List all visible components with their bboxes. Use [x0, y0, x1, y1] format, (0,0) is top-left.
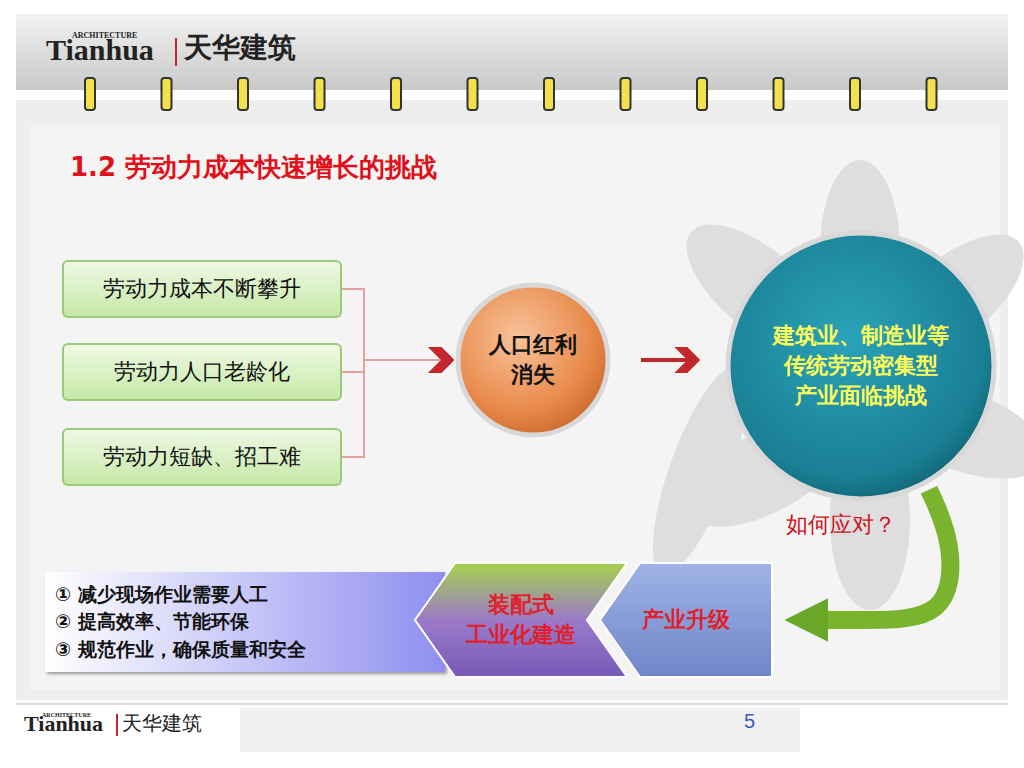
node-text: 劳动力成本不断攀升	[103, 274, 301, 304]
slide-title: 1.2 劳动力成本快速增长的挑战	[70, 150, 437, 185]
node-text: 装配式 工业化建造	[446, 590, 596, 649]
page-number: 5	[744, 711, 755, 731]
watermark-flower	[634, 160, 1024, 610]
footer-band	[240, 708, 800, 752]
method-chevron: 装配式 工业化建造	[415, 563, 627, 677]
cause-box: 劳动力短缺、招工难	[62, 428, 342, 486]
logo-chinese: 天华建筑	[122, 713, 202, 733]
footer-rule	[16, 704, 1008, 705]
cause-box: 劳动力人口老龄化	[62, 343, 342, 401]
chevron-shape	[415, 563, 627, 677]
benefit-list: ① 减少现场作业需要人工② 提高效率、节能环保③ 规范作业，确保质量和安全	[45, 572, 445, 672]
list-item: ② 提高效率、节能环保	[55, 608, 249, 636]
flow-arrow	[641, 358, 695, 362]
circle-shape	[455, 282, 611, 438]
logo-divider	[175, 38, 177, 66]
node-text: 劳动力短缺、招工难	[103, 442, 301, 472]
content-ground	[16, 100, 1008, 700]
cause-box: 劳动力成本不断攀升	[62, 260, 342, 318]
response-arrow	[802, 490, 950, 620]
flow-arrow	[342, 289, 449, 360]
challenge-circle: 建筑业、制造业等 传统劳动密集型 产业面临挑战	[725, 230, 997, 502]
content-panel	[30, 125, 1000, 690]
logo-chinese: 天华建筑	[184, 34, 296, 62]
node-text: 产业升级	[642, 605, 730, 635]
list-item: ① 减少现场作业需要人工	[55, 581, 268, 609]
flow-arrow	[342, 360, 449, 457]
node-text: 人口红利 消失	[478, 330, 588, 389]
goal-chevron: 产业升级	[600, 563, 772, 677]
node-text: 建筑业、制造业等 传统劳动密集型 产业面临挑战	[751, 321, 971, 410]
node-text: 劳动力人口老龄化	[114, 357, 290, 387]
edge-label: 如何应对？	[786, 510, 896, 540]
binder-pins	[85, 78, 937, 110]
logo-divider	[116, 714, 118, 736]
logo-wordmark: Tianhua	[46, 35, 154, 65]
list-item: ③ 规范作业，确保质量和安全	[55, 636, 306, 664]
logo-wordmark: Tianhua	[24, 713, 103, 735]
flow-arrow	[342, 360, 449, 372]
process-circle: 人口红利 消失	[455, 282, 611, 438]
